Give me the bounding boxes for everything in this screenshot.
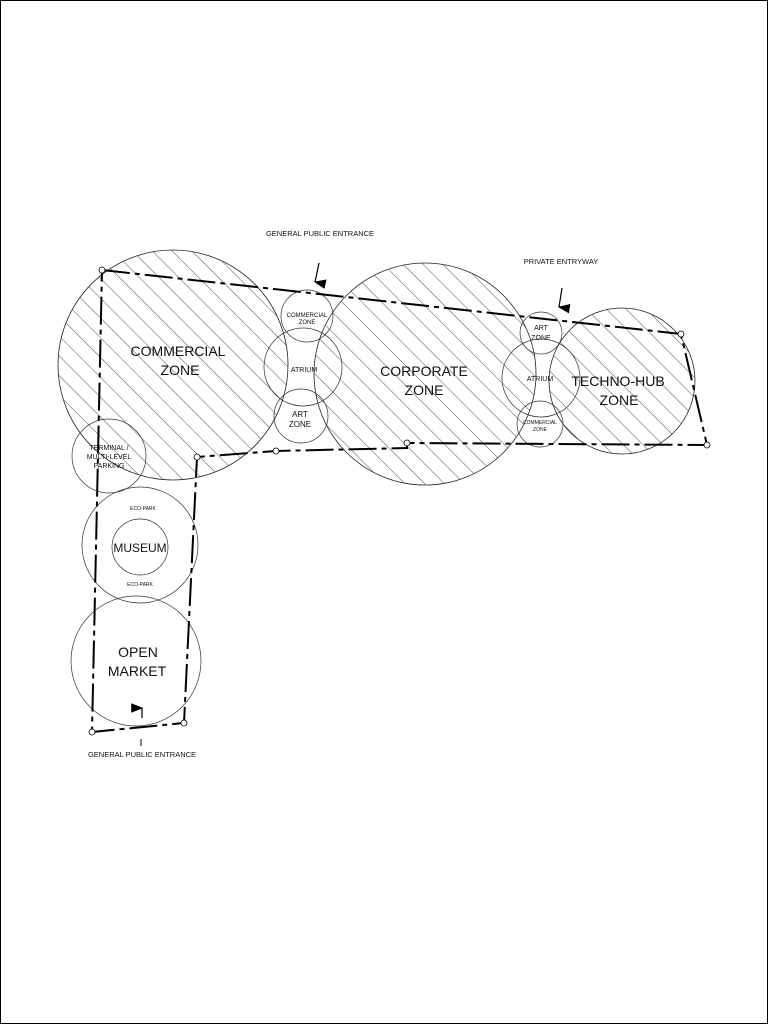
- commercial-small-left-label-line1: COMMERCIAL: [287, 313, 328, 319]
- terminal-label-line3: PARKING: [94, 463, 125, 470]
- commercial-zone-label-line1: COMMERCIAL: [131, 343, 226, 359]
- commercial-zone-circle: [57, 249, 289, 481]
- art-zone-right-label-line1: ART: [534, 325, 549, 332]
- boundary-vertex: [703, 441, 711, 449]
- site-boundary: [90, 268, 709, 734]
- art-zone-left-circle: [273, 388, 329, 444]
- private-entryway-label: PRIVATE ENTRYWAY: [524, 257, 599, 266]
- open-market-label-line2: MARKET: [108, 663, 167, 679]
- open-market-circle: [70, 595, 202, 727]
- techno-hub-zone-label-line1: TECHNO-HUB: [571, 373, 664, 389]
- boundary-vertex: [193, 453, 201, 461]
- general-public-entrance-top-label: GENERAL PUBLIC ENTRANCE: [266, 229, 374, 238]
- boundary-vertex: [403, 439, 411, 447]
- atrium-left-circle: [263, 327, 343, 407]
- eco-park-top-label: ECO-PARK: [130, 506, 156, 512]
- techno-hub-zone-label-line2: ZONE: [600, 392, 639, 408]
- commercial-zone-small-left: [280, 289, 334, 343]
- boundary-vertex: [180, 719, 188, 727]
- art-zone-left-label-line1: ART: [292, 410, 308, 419]
- open-market-label-line1: OPEN: [118, 644, 158, 660]
- museum-label: MUSEUM: [113, 541, 166, 555]
- terminal-label-line2: MULTI-LEVEL: [87, 454, 132, 461]
- private-entryway-arrow: [557, 287, 571, 314]
- boundary-vertex: [677, 330, 685, 338]
- commercial-small-left-label-line2: ZONE: [299, 320, 316, 326]
- eco-park-bottom-label: ECO-PARK: [127, 582, 153, 588]
- commercial-zone-small-right: [516, 400, 564, 448]
- art-zone-right-label-line2: ZONE: [531, 335, 551, 342]
- general-public-entrance-top-arrow: [313, 262, 327, 289]
- terminal-label-line1: TERMINAL /: [89, 445, 128, 452]
- art-zone-left-label-line2: ZONE: [289, 420, 311, 429]
- corporate-zone-label-line2: ZONE: [405, 382, 444, 398]
- corporate-zone-circle: [313, 262, 537, 486]
- terminal-circle: [71, 418, 147, 494]
- atrium-right-circle: [501, 338, 581, 418]
- museum-inner-circle: [111, 518, 169, 576]
- boundary-vertex: [272, 447, 280, 455]
- boundary-vertex: [98, 266, 106, 274]
- commercial-zone-label-line2: ZONE: [161, 362, 200, 378]
- commercial-small-right-label-line1: COMMERCIAL: [523, 420, 557, 426]
- general-public-entrance-bottom-label: GENERAL PUBLIC ENTRANCE: [88, 750, 196, 759]
- atrium-right-label: ATRIUM: [527, 376, 553, 383]
- commercial-small-right-label-line2: ZONE: [533, 427, 548, 433]
- boundary-vertex: [88, 728, 96, 736]
- art-zone-right-circle: [519, 311, 563, 355]
- corporate-zone-label-line1: CORPORATE: [380, 363, 468, 379]
- museum-outer-circle: [81, 486, 199, 604]
- techno-hub-zone-circle: [548, 307, 696, 455]
- atrium-left-label: ATRIUM: [291, 367, 317, 374]
